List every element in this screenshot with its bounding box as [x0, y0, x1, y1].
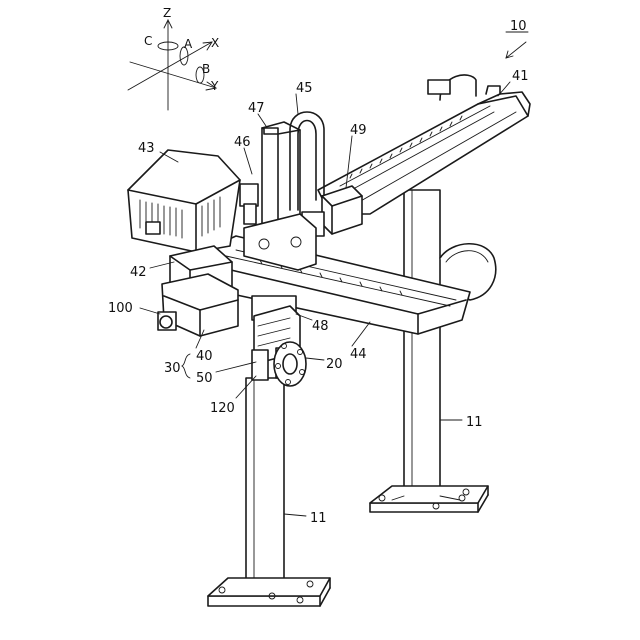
label-40: 40	[196, 349, 213, 364]
label-46: 46	[234, 135, 251, 150]
axis-x-label: X	[211, 36, 219, 50]
axis-z-label: Z	[163, 6, 171, 20]
label-43: 43	[138, 141, 155, 156]
wheel-hub	[274, 342, 306, 386]
label-42: 42	[130, 265, 147, 280]
axis-b-label: B	[202, 62, 210, 76]
label-47: 47	[248, 101, 265, 116]
motor-housing	[128, 150, 240, 252]
label-11-rear: 11	[466, 415, 483, 430]
axis-c-label: C	[144, 34, 152, 48]
label-45: 45	[296, 81, 313, 96]
label-20: 20	[326, 357, 343, 372]
rear-column	[370, 190, 488, 512]
label-49: 49	[350, 123, 367, 138]
brace-30	[182, 354, 190, 378]
end-effector-mount	[158, 246, 238, 336]
label-44: 44	[350, 347, 367, 362]
label-100: 100	[108, 301, 133, 316]
axis-a-label: A	[184, 37, 193, 51]
label-50: 50	[196, 371, 213, 386]
label-30: 30	[164, 361, 181, 376]
axis-y-label: Y	[210, 79, 219, 93]
label-48: 48	[312, 319, 329, 334]
label-41: 41	[512, 69, 529, 84]
label-120: 120	[210, 401, 235, 416]
label-11-front: 11	[310, 511, 327, 526]
